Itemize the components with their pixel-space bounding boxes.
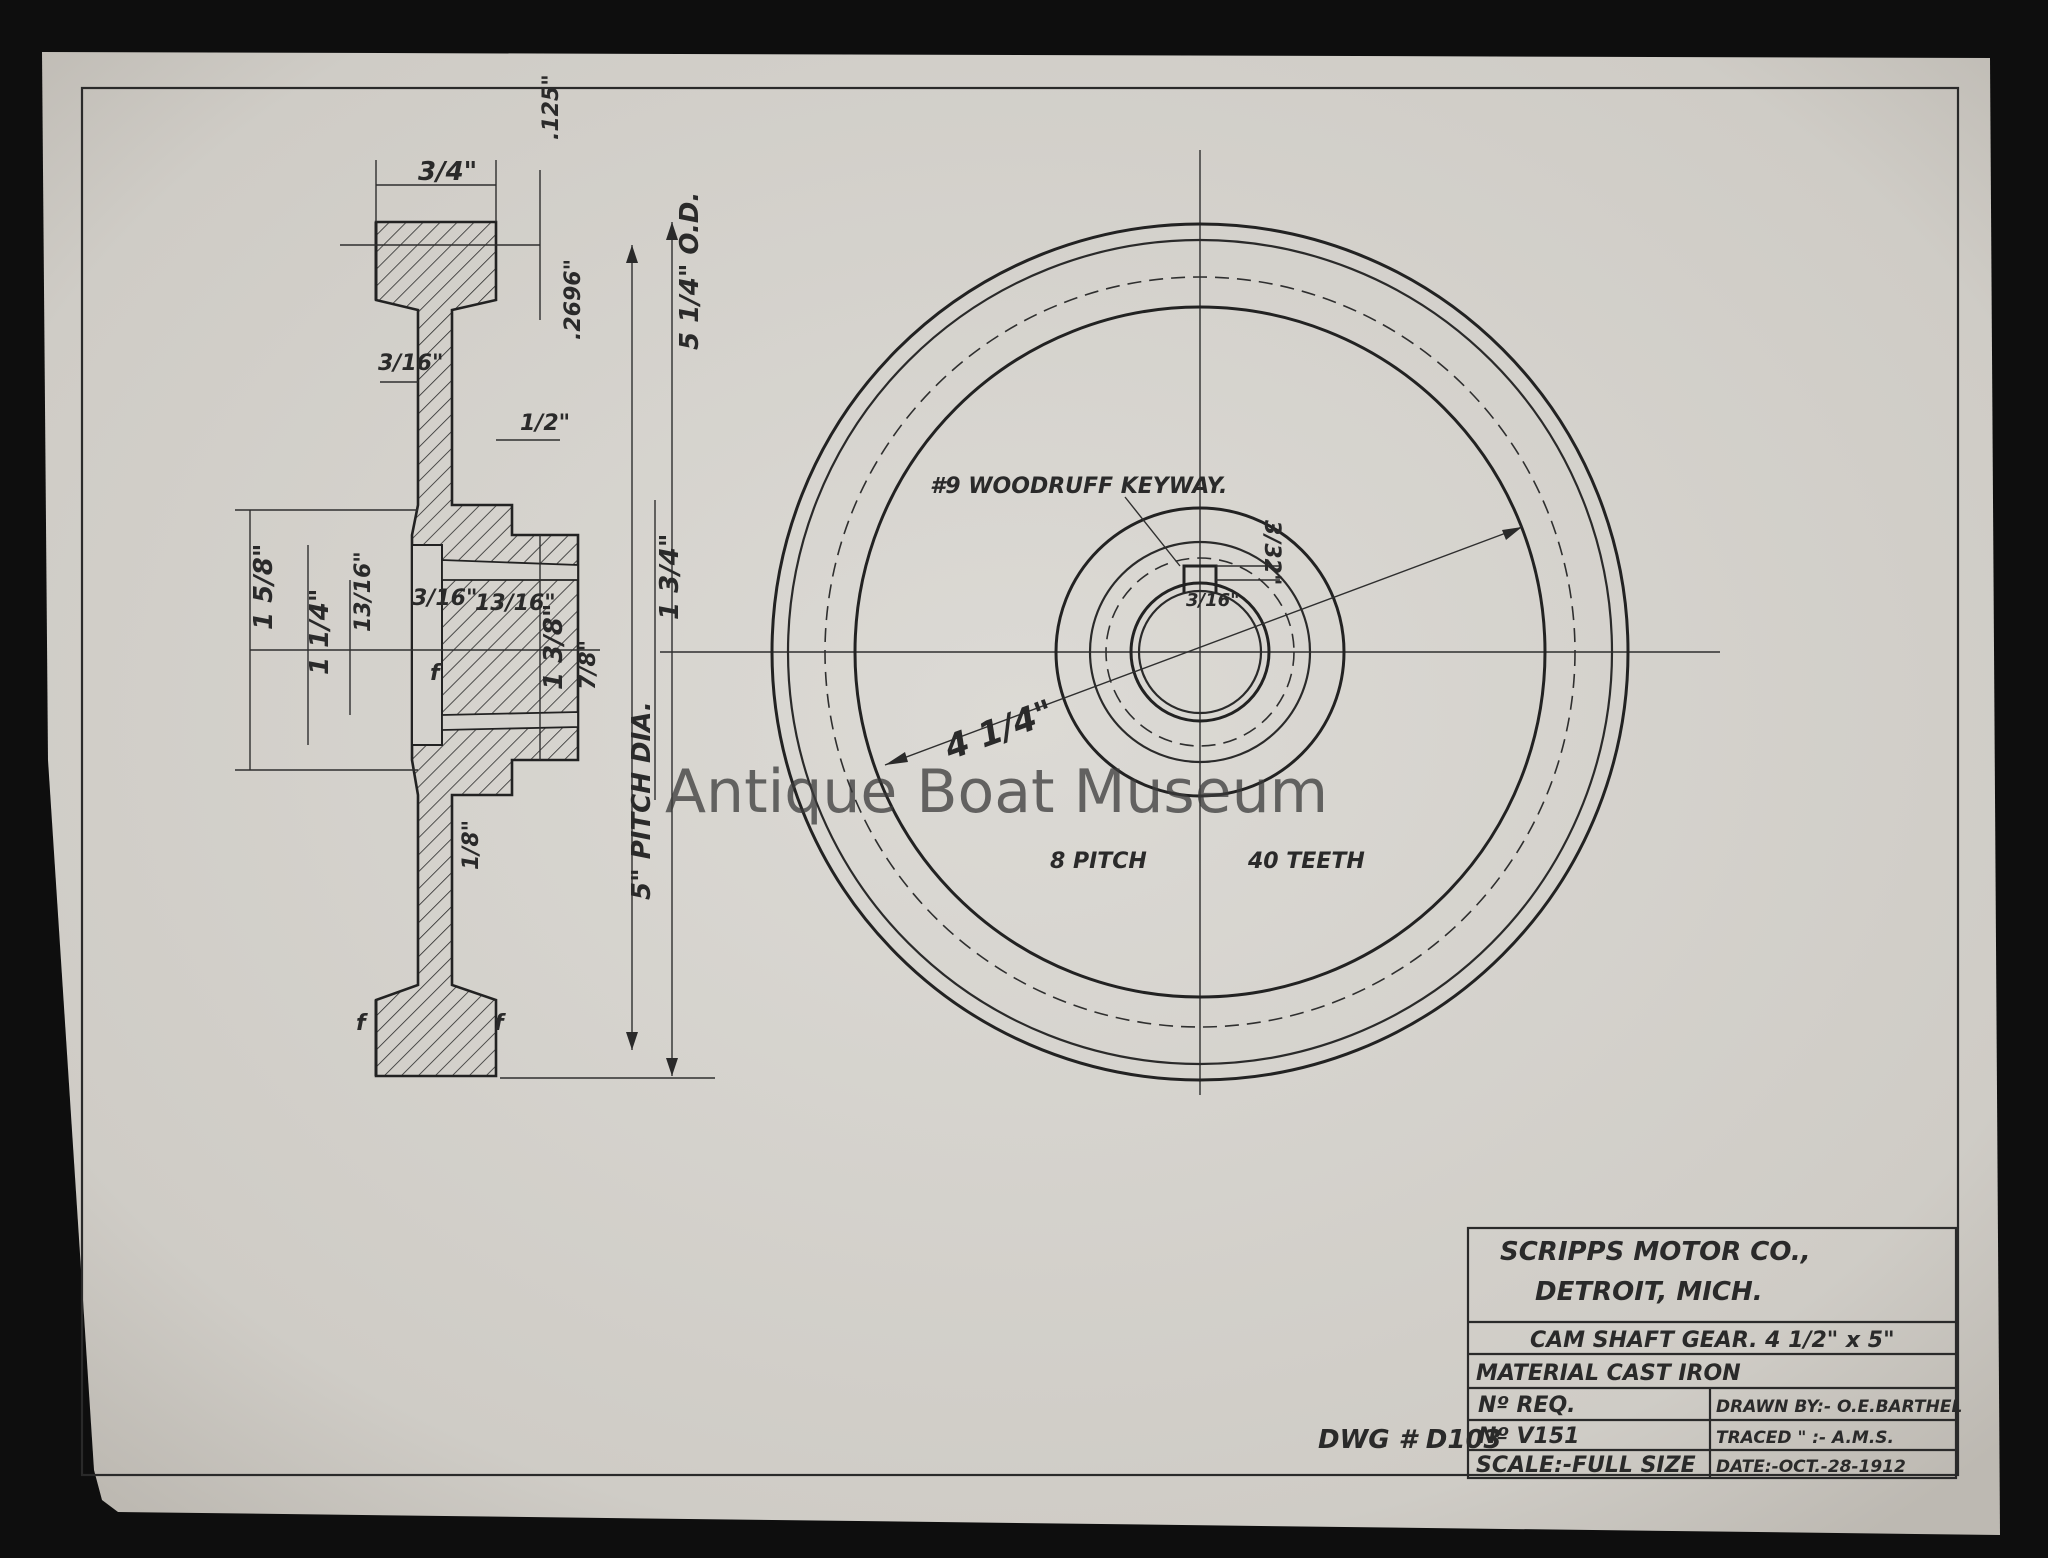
bore-outer-circle <box>1129 581 1271 723</box>
drawing-number: DWG # D103 <box>1318 1425 1502 1455</box>
pitch-label: 8 PITCH <box>1050 849 1147 874</box>
hub-outer-circle <box>1054 506 1346 798</box>
bore-dia-label: 1 3/8" <box>539 604 569 690</box>
relief-label: 1/8" <box>459 820 484 870</box>
radius-arrow-head <box>1502 527 1522 540</box>
outside-dia-label: 5 1/4" O.D. <box>675 192 705 350</box>
teeth-label: 40 TEETH <box>1247 849 1365 874</box>
watermark: Antique Boat Museum <box>665 757 1328 827</box>
radius-arrow-tail <box>885 752 908 765</box>
hub-dia-label: 1 3/4" <box>655 534 685 620</box>
web-thickness-label: 3/16" <box>378 351 443 376</box>
bore-region <box>411 544 443 746</box>
hub-face-label: 3/16" <box>412 586 477 611</box>
material: MATERIAL CAST IRON <box>1476 1361 1741 1386</box>
hub-dashed-circle <box>1105 557 1295 747</box>
hub-mid-circle <box>1088 540 1312 764</box>
rim-step-label: 1/2" <box>520 411 570 436</box>
number-required: Nº REQ. <box>1478 1393 1576 1418</box>
rim-offset-label: .125" <box>539 74 564 140</box>
keyway-depth-label: 3/32" <box>1259 520 1284 585</box>
company-city: DETROIT, MICH. <box>1535 1277 1763 1307</box>
front-view: #9 WOODRUFF KEYWAY. 3/32" 3/16" 4 1/4" 8… <box>660 150 1720 1095</box>
finish-mark-left: f <box>356 1011 368 1036</box>
company-name: SCRIPPS MOTOR CO., <box>1500 1237 1811 1267</box>
finish-mark-right: f <box>494 1011 506 1036</box>
paper-sheet <box>42 52 2000 1535</box>
pitch-dia-label: 5" PITCH DIA. <box>627 701 657 900</box>
rim-inner-circle <box>853 305 1547 999</box>
drawn-by: DRAWN BY:- O.E.BARTHEL <box>1716 1397 1962 1417</box>
hub-inner-label: 1 1/4" <box>305 589 335 675</box>
traced-by: TRACED " :- A.M.S. <box>1716 1428 1894 1448</box>
face-width-label: 3/4" <box>418 157 477 187</box>
keyway-leader <box>1124 496 1181 567</box>
radius-dimension-line <box>884 526 1523 766</box>
bore-depth-label: 13/16" <box>351 551 376 632</box>
outside-dia-arrow-top <box>666 222 678 240</box>
bore-inner-circle <box>1137 589 1263 715</box>
hub-length-label: 1 5/8" <box>249 544 279 630</box>
finish-mark-hub: f <box>430 661 442 686</box>
keyway-width-label: 3/16" <box>1186 590 1240 611</box>
pitch-dia-arrow-top <box>626 245 638 263</box>
keyway-label: #9 WOODRUFF KEYWAY. <box>930 474 1227 499</box>
title-block: SCRIPPS MOTOR CO., DETROIT, MICH. CAM SH… <box>1466 1226 1962 1480</box>
hub-step-label: 13/16" <box>475 591 556 616</box>
gear-section-body <box>374 220 580 1078</box>
drawing-date: DATE:-OCT.-28-1912 <box>1716 1457 1906 1477</box>
drawing-border <box>80 86 1960 1477</box>
pitch-circle <box>824 276 1576 1028</box>
bore-taper <box>441 559 579 731</box>
tooth-depth-label: .2696" <box>561 259 586 340</box>
outside-circle <box>770 222 1630 1082</box>
pitch-small-label: 7/8" <box>576 640 601 690</box>
outside-dia-arrow-bot <box>666 1058 678 1076</box>
section-view: 3/4" .125" .2696" 3/16" 1/2" 5 1/4" O.D.… <box>235 74 715 1079</box>
scale: SCALE:-FULL SIZE <box>1476 1453 1696 1478</box>
pitch-dia-arrow-bot <box>626 1032 638 1050</box>
part-name: CAM SHAFT GEAR. 4 1/2" x 5" <box>1530 1328 1895 1353</box>
part-number: Nº V151 <box>1478 1424 1579 1449</box>
root-circle <box>786 238 1614 1066</box>
